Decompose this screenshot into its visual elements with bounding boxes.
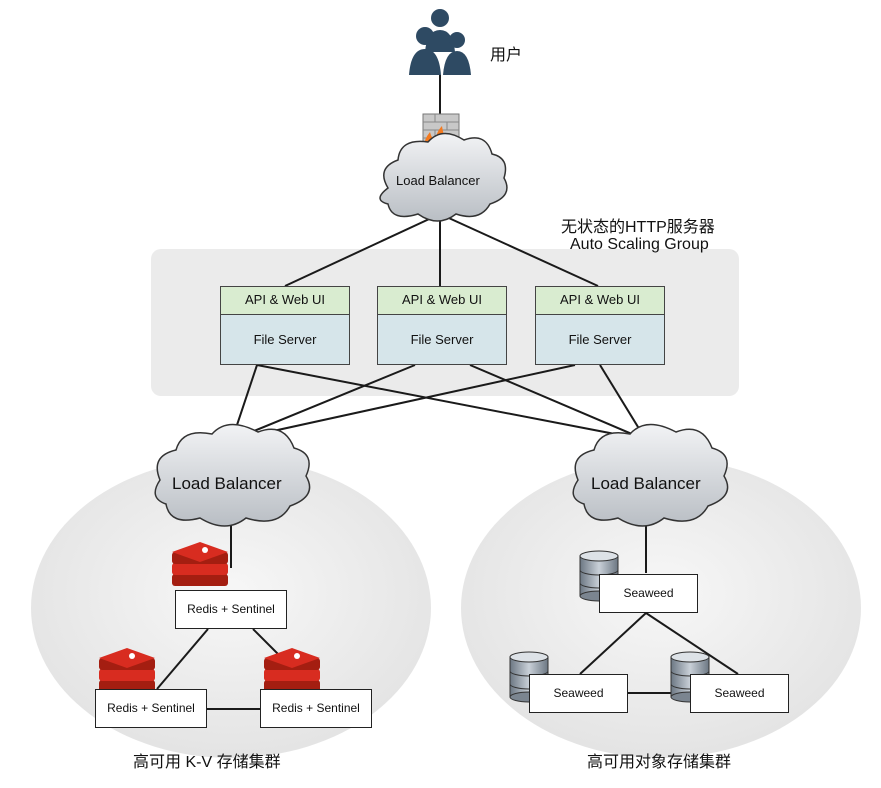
cloud-icon [379, 132, 508, 222]
cloud-icon [154, 423, 311, 527]
users-icon [409, 9, 471, 75]
redis-node-box: Redis + Sentinel [95, 689, 207, 728]
cloud-icon [572, 423, 729, 527]
seaweed-node-box: Seaweed [529, 674, 628, 713]
api-web-ui-box: API & Web UI [377, 286, 507, 315]
asg-title-line2: Auto Scaling Group [570, 236, 709, 253]
api-web-ui-box: API & Web UI [535, 286, 665, 315]
api-web-ui-box: API & Web UI [220, 286, 350, 315]
obj-lb-label: Load Balancer [591, 474, 701, 493]
obj-cluster-caption: 高可用对象存储集群 [587, 754, 732, 771]
asg-title-line1: 无状态的HTTP服务器 [561, 219, 715, 236]
redis-node-box: Redis + Sentinel [260, 689, 372, 728]
user-label: 用户 [490, 47, 523, 64]
top-lb-label: Load Balancer [396, 173, 480, 188]
redis-node-box: Redis + Sentinel [175, 590, 287, 629]
seaweed-node-box: Seaweed [690, 674, 789, 713]
file-server-box: File Server [377, 314, 507, 365]
redis-icon [99, 648, 155, 692]
kv-lb-label: Load Balancer [172, 474, 282, 493]
seaweed-node-box: Seaweed [599, 574, 698, 613]
kv-cluster-caption: 高可用 K-V 存储集群 [133, 754, 281, 771]
file-server-box: File Server [535, 314, 665, 365]
file-server-box: File Server [220, 314, 350, 365]
redis-icon [172, 542, 228, 586]
